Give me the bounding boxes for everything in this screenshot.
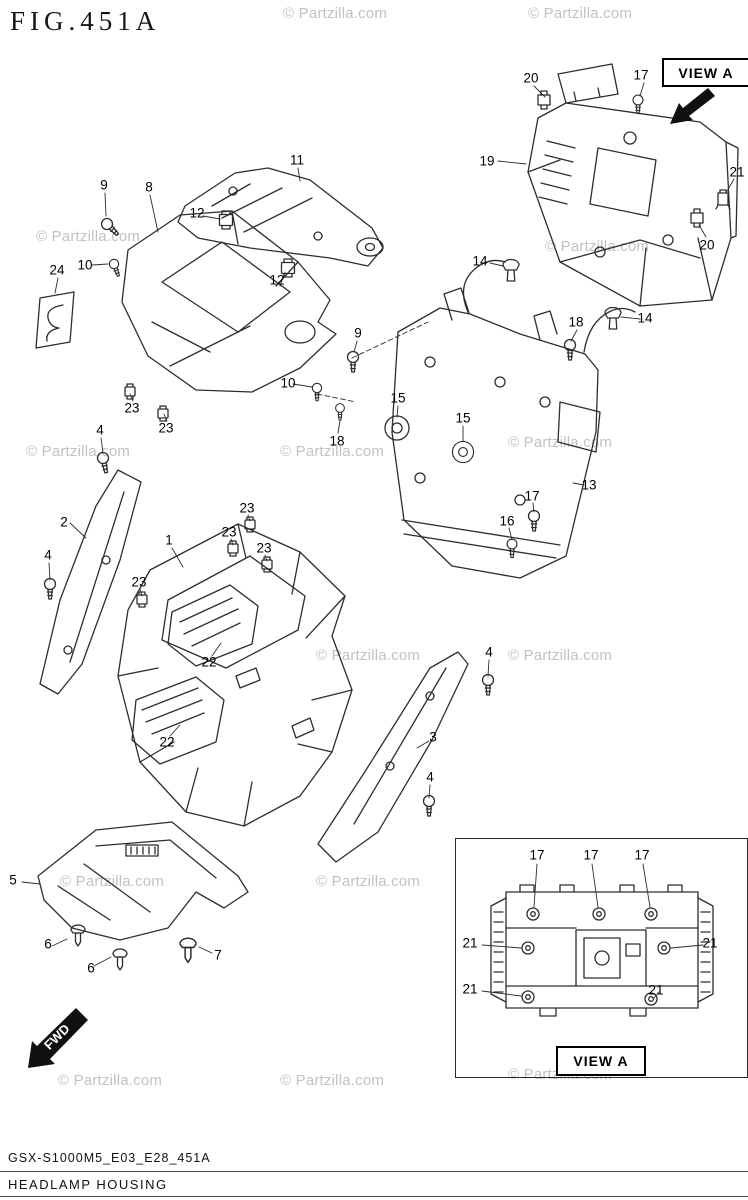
callout-12: 12	[189, 205, 205, 221]
callout-19: 19	[479, 153, 495, 169]
callout-23: 23	[124, 400, 140, 416]
watermark: © Partzilla.com	[280, 443, 385, 460]
callout-14: 14	[637, 310, 653, 326]
callout-17: 17	[633, 67, 649, 83]
callout-22: 22	[159, 734, 175, 750]
callout-23: 23	[131, 574, 147, 590]
watermark: © Partzilla.com	[545, 238, 650, 255]
part-3-panel	[317, 651, 469, 863]
callout-17: 17	[529, 847, 545, 863]
callout-18: 18	[329, 433, 345, 449]
callout-6: 6	[87, 960, 95, 976]
part-8-panel	[121, 210, 337, 393]
callout-15: 15	[390, 390, 406, 406]
watermark: © Partzilla.com	[283, 5, 388, 22]
footer-rule-bottom	[0, 1196, 748, 1197]
callout-23: 23	[256, 540, 272, 556]
watermark: © Partzilla.com	[528, 5, 633, 22]
callout-3: 3	[429, 729, 437, 745]
part-1-housing	[117, 523, 353, 827]
callout-23: 23	[239, 500, 255, 516]
part-11-crossmember	[177, 167, 384, 267]
callout-17: 17	[583, 847, 599, 863]
callout-14: 14	[472, 253, 488, 269]
view-a-inset-box	[455, 838, 748, 1078]
callout-5: 5	[9, 872, 17, 888]
callout-21: 21	[462, 981, 478, 997]
callout-11: 11	[289, 152, 305, 168]
callout-2: 2	[60, 514, 68, 530]
callout-7: 7	[214, 947, 222, 963]
callout-23: 23	[221, 524, 237, 540]
view-a-label-top: VIEW A	[662, 58, 748, 87]
callout-12: 12	[269, 272, 285, 288]
watermark: © Partzilla.com	[316, 647, 421, 664]
callout-9: 9	[354, 325, 362, 341]
part-5-cover	[37, 821, 249, 941]
callout-16: 16	[499, 513, 515, 529]
watermark: © Partzilla.com	[316, 873, 421, 890]
callout-15: 15	[455, 410, 471, 426]
part-19-bracket	[527, 63, 739, 307]
callout-4: 4	[485, 644, 493, 660]
callout-13: 13	[581, 477, 597, 493]
callout-21: 21	[648, 982, 664, 998]
view-a-arrow	[670, 88, 715, 124]
callout-24: 24	[49, 262, 65, 278]
part-13-stay	[391, 259, 636, 579]
watermark: © Partzilla.com	[58, 1072, 163, 1089]
callout-21: 21	[729, 164, 745, 180]
callout-10: 10	[77, 257, 93, 273]
callout-1: 1	[165, 532, 173, 548]
watermark: © Partzilla.com	[26, 443, 131, 460]
callout-8: 8	[145, 179, 153, 195]
callout-9: 9	[100, 177, 108, 193]
footer-rule-top	[0, 1171, 748, 1172]
callout-20: 20	[523, 70, 539, 86]
callout-21: 21	[702, 935, 718, 951]
watermark: © Partzilla.com	[280, 1072, 385, 1089]
callout-6: 6	[44, 936, 52, 952]
watermark: © Partzilla.com	[508, 647, 613, 664]
callout-23: 23	[158, 420, 174, 436]
view-a-label-inset: VIEW A	[556, 1046, 646, 1076]
callout-4: 4	[426, 769, 434, 785]
part-24-emblem	[35, 291, 75, 349]
figure-name: HEADLAMP HOUSING	[8, 1177, 168, 1192]
leader-lines-dashed	[316, 321, 429, 403]
figure-title: FIG.451A	[10, 6, 161, 36]
callout-20: 20	[699, 237, 715, 253]
part-2-panel	[39, 469, 142, 695]
callout-4: 4	[44, 547, 52, 563]
callout-17: 17	[524, 488, 540, 504]
callout-17: 17	[634, 847, 650, 863]
callout-18: 18	[568, 314, 584, 330]
watermark: © Partzilla.com	[60, 873, 165, 890]
callout-4: 4	[96, 422, 104, 438]
callout-22: 22	[201, 654, 217, 670]
fwd-arrow	[28, 1008, 88, 1068]
figure-code: GSX-S1000M5_E03_E28_451A	[8, 1151, 211, 1165]
callout-21: 21	[462, 935, 478, 951]
inset-view-detail	[490, 884, 714, 1017]
callout-10: 10	[280, 375, 296, 391]
